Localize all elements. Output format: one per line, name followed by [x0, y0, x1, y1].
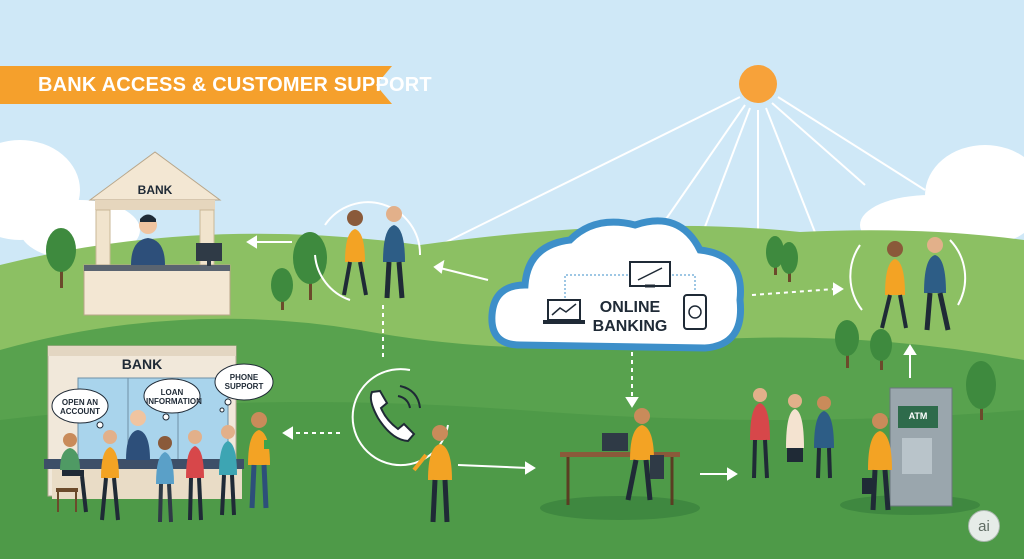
bank-sign-branch: BANK [121, 356, 163, 372]
bubble-loan-information: LOAN INFORMATION [146, 388, 202, 406]
bubble-phone-support: PHONE SUPPORT [224, 373, 264, 391]
walking-man [412, 425, 452, 523]
waiting-group [750, 388, 834, 479]
online-banking-line2: BANKING [592, 318, 668, 335]
page-title: BANK ACCESS & CUSTOMER SUPPORT [38, 74, 432, 96]
bubble-open-account: OPEN AN ACCOUNT [60, 398, 100, 416]
meeting-pair-right [849, 237, 967, 331]
bank-building-top [83, 151, 231, 316]
ai-badge: ai [968, 510, 1000, 542]
title-banner [0, 66, 392, 104]
sun-icon [739, 65, 777, 103]
online-banking-cloud [488, 217, 745, 352]
atm-screen-label: ATM [908, 411, 928, 421]
meeting-pair-left [314, 201, 422, 301]
sun-rays [419, 96, 926, 256]
online-banking-line1: ONLINE [599, 299, 661, 316]
branch-customers [60, 410, 270, 523]
atm-machine [862, 387, 953, 511]
desk-worker [560, 408, 680, 505]
bank-sign-top: BANK [137, 183, 173, 197]
flow-arrows [246, 235, 917, 481]
